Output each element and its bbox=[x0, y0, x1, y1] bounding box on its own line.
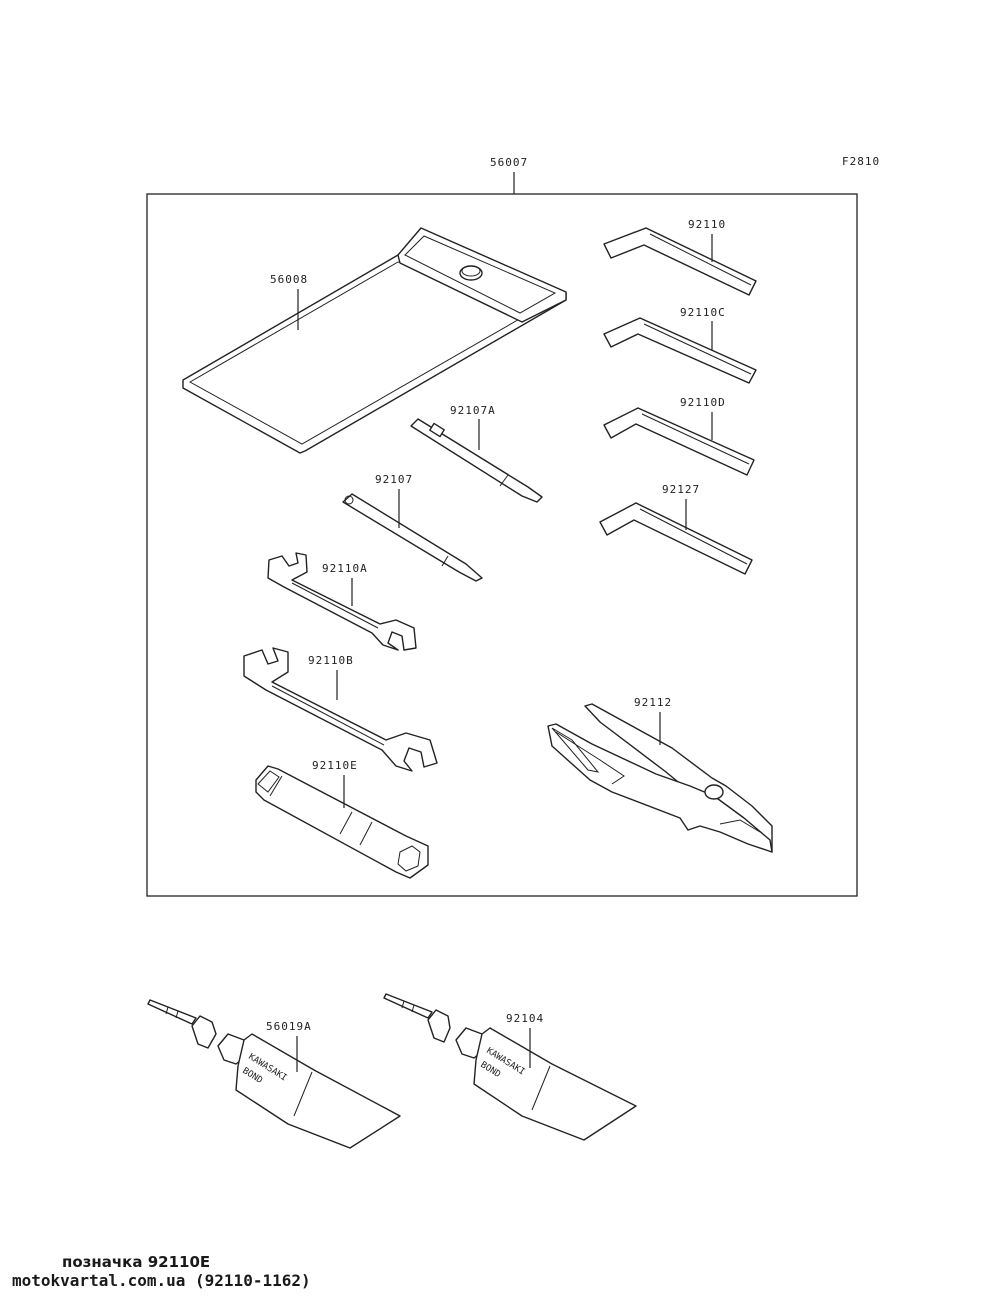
label-hex-key-92110c: 92110C bbox=[680, 306, 726, 319]
label-hex-key-92110: 92110 bbox=[688, 218, 726, 231]
label-pliers: 92112 bbox=[634, 696, 672, 709]
diagram-code: F2810 bbox=[842, 155, 880, 168]
label-case: 56008 bbox=[270, 273, 308, 286]
label-bond-92104: 92104 bbox=[506, 1012, 544, 1025]
pliers bbox=[547, 703, 773, 853]
footer-source-link[interactable]: motokvartal.com.ua (92110-1162) bbox=[12, 1271, 311, 1290]
hex-key-92110 bbox=[603, 227, 757, 296]
label-hex-key-92127: 92127 bbox=[662, 483, 700, 496]
footer-note: позначка 92110E bbox=[62, 1253, 211, 1271]
bond-tube-56019a: KAWASAKI BOND bbox=[147, 999, 401, 1149]
screwdriver-bit bbox=[410, 418, 543, 503]
bond-tube-92104: KAWASAKI BOND bbox=[383, 993, 637, 1141]
nozzle-cap-icon bbox=[191, 1015, 217, 1049]
label-screwdriver-handle: 92107 bbox=[375, 473, 413, 486]
label-box-wrench: 92110E bbox=[312, 759, 358, 772]
nozzle-cap-icon bbox=[427, 1009, 451, 1043]
wrench-large bbox=[243, 647, 438, 772]
hex-key-92110c bbox=[603, 317, 757, 384]
pivot-bolt-icon bbox=[704, 784, 724, 800]
tool-case bbox=[182, 227, 567, 454]
label-bond-56019a: 56019A bbox=[266, 1020, 312, 1033]
box-wrench bbox=[255, 765, 429, 879]
kit-label: 56007 bbox=[490, 156, 528, 169]
hex-key-92110d bbox=[603, 407, 755, 476]
wrench-small bbox=[267, 552, 417, 651]
hex-key-92127 bbox=[599, 502, 753, 575]
kit-frame bbox=[146, 193, 858, 897]
screwdriver-handle bbox=[342, 493, 483, 582]
label-wrench-large: 92110B bbox=[308, 654, 354, 667]
label-screwdriver-bit: 92107A bbox=[450, 404, 496, 417]
label-wrench-small: 92110A bbox=[322, 562, 368, 575]
label-hex-key-92110d: 92110D bbox=[680, 396, 726, 409]
